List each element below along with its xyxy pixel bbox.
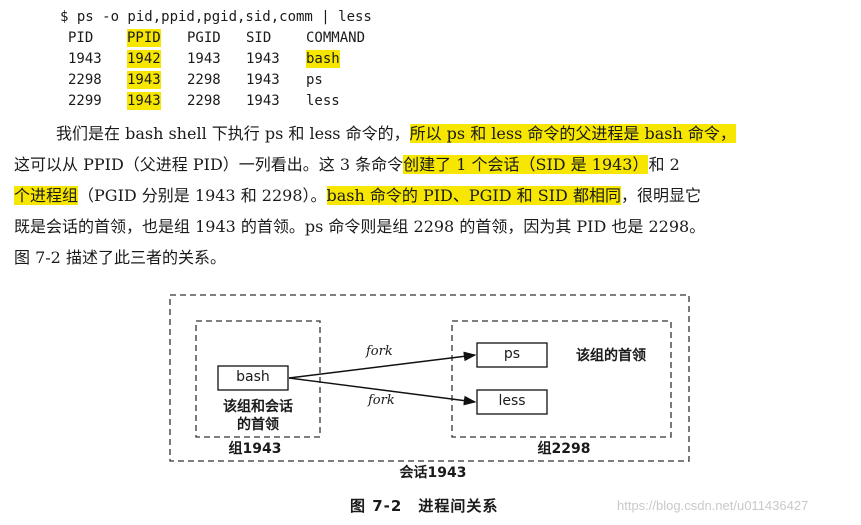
bash-process-box [217, 365, 289, 391]
group-1943-box [195, 320, 321, 438]
table-cell: 1943 [68, 51, 102, 67]
watermark: https://blog.csdn.net/u011436427 [617, 498, 809, 513]
bash-label: bash [236, 369, 270, 385]
session-box [169, 294, 690, 462]
table-cell: 2299 [68, 93, 102, 109]
ps-label: ps [503, 346, 521, 362]
fork-arrow-to-ps [288, 351, 477, 379]
ps-process-box [476, 342, 548, 368]
table-cell: 2298 [187, 72, 221, 88]
paragraph-line-1: 我们是在 bash shell 下执行 ps 和 less 命令的，所以 ps … [56, 124, 736, 143]
table-cell: 1943 [127, 92, 161, 110]
table-cell: 1943 [246, 51, 280, 67]
col-header-pgid: PGID [187, 30, 221, 46]
table-cell: ps [306, 72, 323, 88]
less-label: less [498, 393, 526, 409]
fork-arrow-to-less [288, 377, 477, 406]
table-cell: 1943 [246, 72, 280, 88]
col-header-sid: SID [246, 30, 272, 46]
paragraph-line-3: 个进程组（PGID 分别是 1943 和 2298）。bash 命令的 PID、… [14, 186, 701, 205]
col-header-ppid: PPID [127, 29, 161, 47]
table-cell: bash [306, 50, 340, 68]
table-cell: less [306, 93, 340, 109]
table-cell: 1943 [187, 51, 221, 67]
table-cell: 1942 [127, 50, 161, 68]
paragraph-line-4: 既是会话的首领，也是组 1943 的首领。ps 命令则是组 2298 的首领，因… [14, 217, 706, 236]
col-header-command: COMMAND [306, 30, 366, 46]
group-1943-label: 组1943 [228, 441, 282, 457]
less-process-box [476, 389, 548, 415]
group-leader-label: 该组的首领 [576, 348, 646, 364]
col-header-pid: PID [68, 30, 94, 46]
paragraph-line-5: 图 7-2 描述了此三者的关系。 [14, 248, 226, 267]
table-cell: 2298 [187, 93, 221, 109]
fork-label-bottom: fork [368, 393, 395, 408]
table-cell: 2298 [68, 72, 102, 88]
table-cell: 1943 [246, 93, 280, 109]
group-2298-box [451, 320, 672, 438]
session-1943-label: 会话1943 [399, 465, 467, 481]
group-session-leader-label: 该组和会话 的首领 [223, 399, 293, 433]
paragraph-line-2: 这可以从 PPID（父进程 PID）一列看出。这 3 条命令创建了 1 个会话（… [14, 155, 680, 174]
group-2298-label: 组2298 [537, 441, 591, 457]
fork-label-top: fork [366, 344, 393, 359]
figure-caption: 图 7-2 进程间关系 [350, 497, 499, 515]
terminal-command: $ ps -o pid,ppid,pgid,sid,comm | less [60, 9, 372, 25]
table-cell: 1943 [127, 71, 161, 89]
